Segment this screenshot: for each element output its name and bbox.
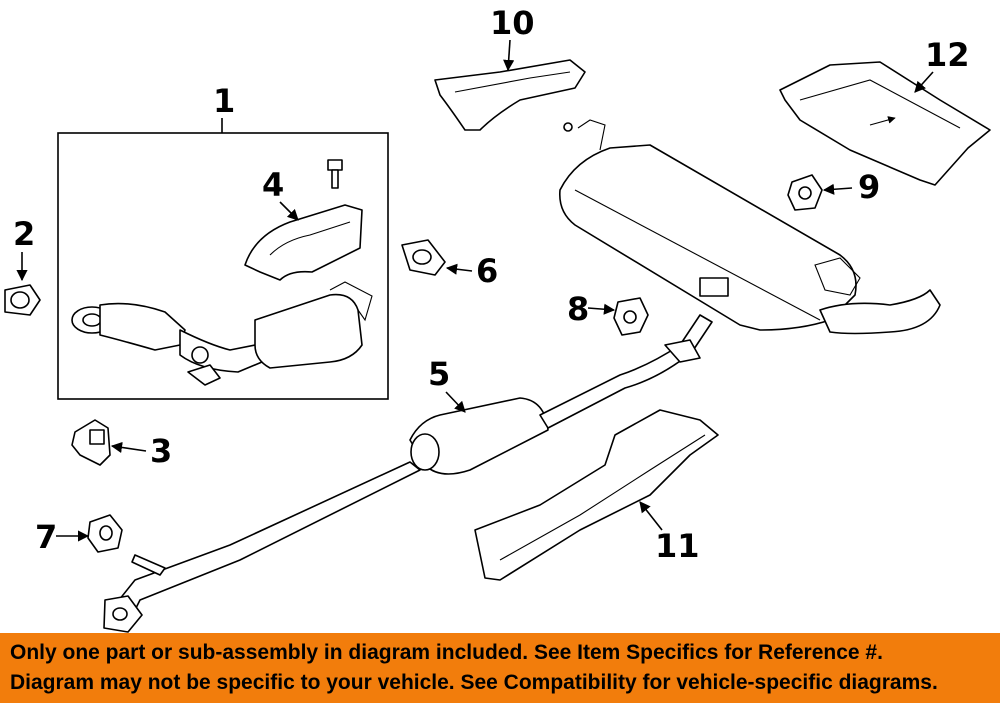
- gasket-center: [401, 239, 446, 276]
- rubber-hanger-front: [87, 514, 123, 553]
- leader-8: [587, 303, 616, 315]
- callout-6: 6: [476, 252, 498, 290]
- callout-3: 3: [150, 432, 172, 470]
- assembly-box: [57, 132, 389, 400]
- leader-12: [914, 71, 934, 93]
- callout-2: 2: [13, 215, 35, 253]
- callout-8: 8: [567, 290, 589, 328]
- callout-12: 12: [925, 36, 970, 74]
- converter-heat-shield: [244, 204, 363, 281]
- leader-4: [279, 201, 299, 221]
- callout-5: 5: [428, 355, 450, 393]
- disclaimer-line-1: Only one part or sub-assembly in diagram…: [10, 641, 883, 664]
- gasket-left: [4, 284, 41, 316]
- callout-7: 7: [35, 518, 57, 556]
- heat-shield-lower: [474, 409, 719, 581]
- callout-4: 4: [262, 166, 284, 204]
- leader-10: [503, 39, 515, 72]
- callout-11: 11: [655, 527, 700, 565]
- front-pipe-resonator: [103, 314, 713, 633]
- callout-1: 1: [213, 82, 235, 120]
- disclaimer-banner: Only one part or sub-assembly in diagram…: [0, 633, 1000, 703]
- rear-muffler: [558, 119, 941, 335]
- rubber-hanger-rear: [787, 174, 823, 211]
- hanger-bracket: [71, 419, 111, 466]
- heat-shield-rear: [779, 61, 991, 186]
- callout-9: 9: [858, 168, 880, 206]
- leader-3: [110, 441, 147, 454]
- leader-11: [639, 501, 663, 531]
- disclaimer-line-2: Diagram may not be specific to your vehi…: [10, 671, 938, 694]
- catalytic-converter-assembly: [71, 281, 373, 386]
- bolt: [327, 159, 343, 189]
- leader-5: [445, 391, 466, 413]
- leader-6: [445, 263, 473, 275]
- leader-9: [822, 183, 853, 195]
- rubber-hanger-mid: [613, 297, 649, 336]
- callout-10: 10: [490, 4, 535, 42]
- exhaust-diagram: 1 2 3 4 5 6 7 8 9 10 11 12: [4, 4, 991, 633]
- heat-shield-upper: [434, 59, 586, 131]
